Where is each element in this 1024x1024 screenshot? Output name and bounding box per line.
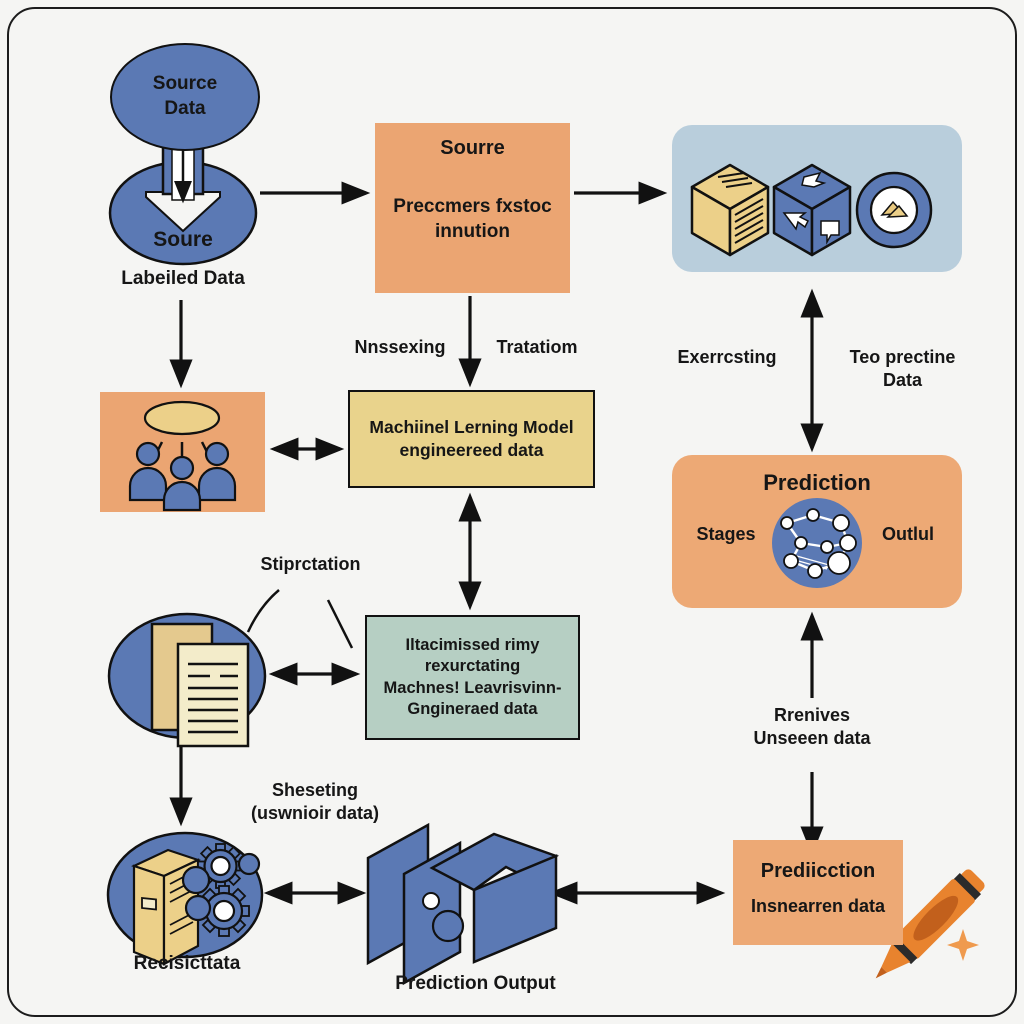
final-box-body: Insnearren data xyxy=(750,896,886,916)
renives-label: Rrenives Unseeen data xyxy=(712,704,912,751)
extract-right-label: Teo prectine Data xyxy=(849,347,956,391)
source-box: Sourre Preccmers fxstoc innution xyxy=(375,123,570,293)
renives-line1: Rrenives xyxy=(773,705,851,725)
abstract-3d-output-icon xyxy=(366,822,560,986)
annotation-cube-icon xyxy=(772,163,852,257)
target-ring-icon xyxy=(855,171,933,249)
documents-icon xyxy=(107,612,267,748)
sheseting-line2: (uswnioir data) xyxy=(250,803,379,824)
renives-line2: Unseeen data xyxy=(753,728,871,749)
stroke-left xyxy=(246,589,280,633)
stiprctation-label: Stiprctation xyxy=(260,554,361,574)
icons-panel xyxy=(672,125,962,272)
server-gears-icon xyxy=(106,831,264,966)
sheseting-label: Sheseting (uswnioir data) xyxy=(225,779,405,826)
labeiled-data-caption: Labeiled Data xyxy=(121,268,245,289)
team-discussion-icon xyxy=(128,400,237,512)
preprocess-left-label: Nnssexing xyxy=(354,337,446,357)
soure-label: Soure xyxy=(153,228,213,251)
green-box-line3: Machnes! Leavrisvinn- xyxy=(383,678,562,697)
final-prediction-box: Prediicction Insnearren data xyxy=(733,840,903,945)
extract-left-label: Exerrcsting xyxy=(677,347,777,367)
outlul-label: Outlul xyxy=(882,524,934,544)
people-box xyxy=(100,392,265,512)
recisicttata-caption: Recisicttata xyxy=(133,953,241,974)
green-box-line1: Iltacimissed rimy xyxy=(405,635,540,654)
prediction-output-caption: Prediction Output xyxy=(395,973,556,994)
final-box-title: Prediicction xyxy=(760,860,876,882)
ml-model-box: Machiinel Lerning Model engineereed data xyxy=(348,390,595,488)
prediction-stages-box: Prediction Stages Outlul xyxy=(672,455,962,608)
ml-model-line1: Machiinel Lerning Model xyxy=(369,417,574,438)
green-process-box: Iltacimissed rimy rexurctating Machnes! … xyxy=(365,615,580,740)
source-data-ellipse: Source Data xyxy=(110,43,260,151)
green-box-line2: rexurctating xyxy=(424,657,521,676)
preprocess-right-label: Tratatiom xyxy=(496,337,578,357)
source-box-body: Preccmers fxstoc innution xyxy=(393,196,552,242)
stroke-right xyxy=(326,599,354,649)
data-cube-icon xyxy=(690,163,770,257)
green-box-line4: Gngineraed data xyxy=(407,699,538,718)
network-graph-icon xyxy=(772,498,862,588)
source-box-title: Sourre xyxy=(440,137,505,159)
prediction-title: Prediction xyxy=(763,470,871,495)
ml-model-line2: engineereed data xyxy=(399,440,544,460)
sheseting-line1: Sheseting xyxy=(271,780,359,800)
stages-label: Stages xyxy=(696,524,756,544)
source-data-label: Source Data xyxy=(152,73,218,119)
